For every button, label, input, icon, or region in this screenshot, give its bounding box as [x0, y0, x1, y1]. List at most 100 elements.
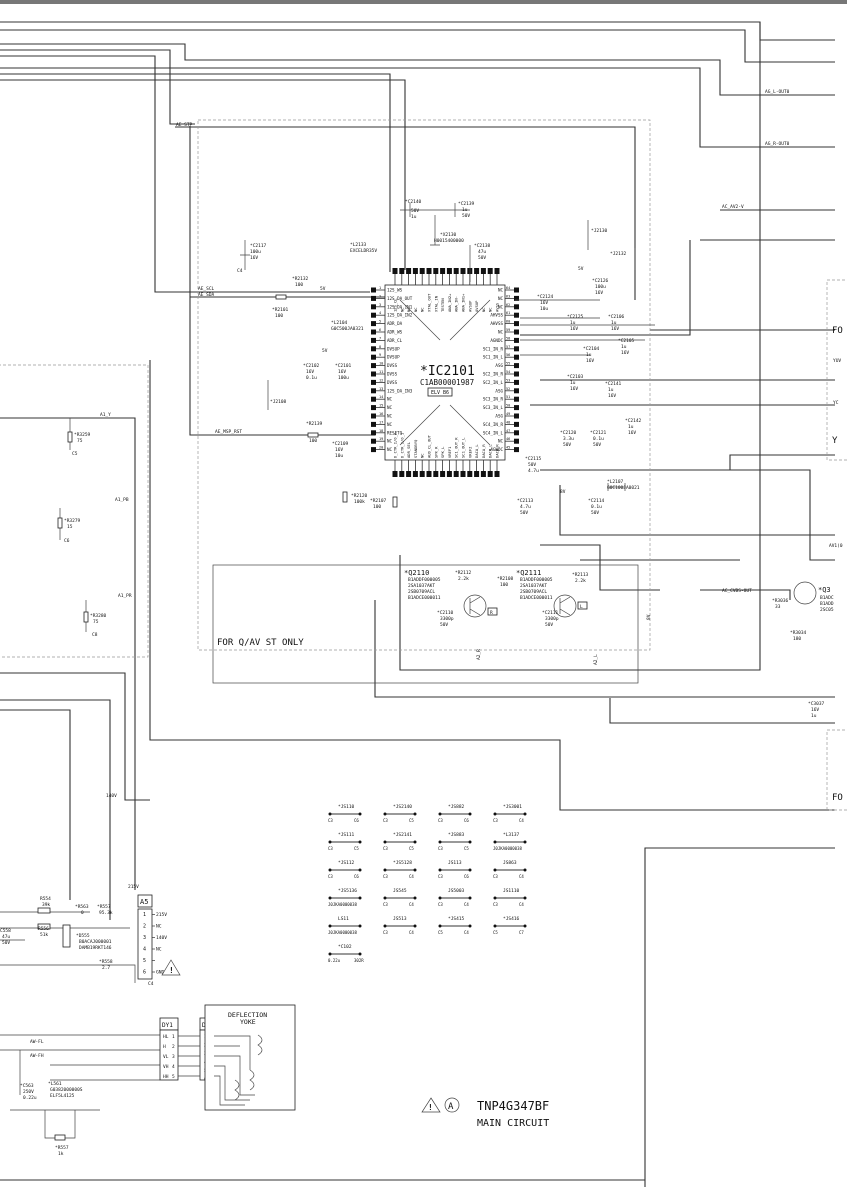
- jumper-ref: *JS415: [448, 916, 465, 922]
- r554-value: 39k: [42, 902, 50, 908]
- ic-left-pin-number: 2: [379, 294, 381, 298]
- ic-right-pin-number: 50: [506, 404, 510, 408]
- jumper-detail-a: C3: [438, 902, 443, 907]
- ic-pin-marker: [371, 396, 376, 402]
- ic-pin-marker: [480, 471, 486, 477]
- jumper-detail-a: J0JKA0000038: [493, 846, 522, 851]
- ic-part-number: C1AB00001987: [420, 378, 474, 387]
- ic-left-pin-number: 19: [379, 437, 383, 441]
- ic-right-pin-label: NC: [498, 330, 504, 335]
- ic-right-pin-label: SC3_IN_L: [483, 405, 504, 410]
- ic-bottom-pin-label: D_CTR_I/O_1: [399, 432, 404, 458]
- r2107-ref: *R2107: [370, 498, 387, 504]
- c2124-value: 10u: [540, 306, 548, 312]
- c2125-voltage: 16V: [570, 326, 578, 332]
- jumper-ref: *JS5128: [393, 860, 412, 866]
- ic-right-pin-number: 63: [506, 294, 510, 298]
- c2120-value: 3.3u: [563, 436, 574, 442]
- ic-right-pin-label: NC: [498, 288, 504, 293]
- jumper-detail-a: C3: [438, 874, 443, 879]
- ic-right-pin-label: AHVSS: [490, 313, 503, 318]
- net-5v-a: 5V: [320, 286, 326, 292]
- c2101-value: 100u: [338, 375, 349, 381]
- jumper-ref: *L3137: [503, 832, 520, 838]
- jumper-ref: *JS111: [338, 832, 355, 838]
- q3-part1: B1ADC: [820, 595, 834, 601]
- ic-right-pin-number: 51: [506, 395, 510, 399]
- ic-right-pin-label: AGNDC: [490, 447, 503, 452]
- net-ag-r-out: AG_R-OUT0: [765, 141, 790, 147]
- deflection-yoke-label-1: DEFLECTION: [228, 1011, 267, 1019]
- net-ae-sda: AE_SDA: [198, 292, 215, 298]
- ic-marker: ELV B6: [431, 390, 449, 396]
- ic-pin-marker: [514, 354, 519, 360]
- ic-pin-marker: [419, 471, 425, 477]
- c2138-voltage: 50V: [478, 255, 486, 261]
- d555-part2: DAMB19RKT146: [79, 945, 112, 951]
- net-a1-pb: A1_PB: [115, 497, 129, 503]
- connector-dy1-body: [159, 1029, 179, 1081]
- jumper-detail-a: C3: [438, 818, 443, 823]
- jumper-detail-a: C3: [328, 818, 333, 823]
- c2103-voltage: 16V: [570, 386, 578, 392]
- ic-left-pin-number: 7: [379, 336, 381, 340]
- jumper-detail-b: C5: [409, 846, 414, 851]
- jumper-ref: *JS3001: [503, 804, 522, 810]
- ic-designator: *IC2101: [420, 364, 475, 379]
- jumper-ref: *JS883: [448, 832, 465, 838]
- r2120-ref: *R2120: [351, 493, 368, 499]
- ic-bottom-pin-label: AUD_CL_OUT: [427, 434, 432, 458]
- c2141-ref: *C2141: [605, 381, 622, 387]
- ic-right-pin-label: SC2_IN_R: [483, 372, 504, 377]
- misc-c4-b: C4: [237, 268, 243, 274]
- l561-part1: G0382000000S: [50, 1087, 83, 1093]
- r2107-value: 100: [373, 504, 381, 510]
- ic-pin-marker: [412, 471, 418, 477]
- marker-r: R: [490, 610, 493, 616]
- c563-value: 0.22u: [23, 1095, 37, 1101]
- jumper-detail-b: C6: [354, 818, 359, 823]
- c558-ref: C558: [0, 928, 11, 934]
- title-warning-mark-icon: !: [428, 1103, 433, 1112]
- jumper-detail-b: C6: [464, 874, 469, 879]
- ic-pin-marker: [514, 304, 519, 310]
- r557-ref: *R557: [97, 904, 111, 910]
- r554-ref: R554: [40, 896, 51, 902]
- c2111-value: 3300p: [545, 616, 559, 622]
- jumper-detail-a: C3: [493, 874, 498, 879]
- net-ac-av2-v: AC_AV2-V: [722, 204, 744, 210]
- c2138-value: 47u: [478, 249, 486, 255]
- connector-a5-pin-label: 140V: [156, 935, 167, 941]
- ic-left-pin-label: NC: [387, 422, 393, 427]
- c2141-value: 1u: [608, 387, 614, 393]
- ic-pin-marker: [467, 471, 473, 477]
- ic-pin-marker: [371, 337, 376, 343]
- net-215v: 215V: [128, 884, 139, 890]
- c2106-voltage: 16V: [611, 326, 619, 332]
- ic-left-pin-label: 12S_DA_IN3: [387, 388, 413, 393]
- net-5v-b: 5V: [578, 266, 584, 272]
- ic-top-pin-label: ANA_IN-: [454, 296, 459, 312]
- c3037-value: 1u: [811, 713, 817, 719]
- jumper-ref: *JS882: [448, 804, 465, 810]
- ic-pin-marker: [412, 268, 418, 274]
- c2114-ref: *C2114: [588, 498, 605, 504]
- jumper-ref: JS113: [448, 860, 462, 866]
- connector-a5-pin: 2: [143, 924, 146, 930]
- jumper-detail-b: 302R: [354, 958, 364, 963]
- q2110-part4: B1ADCE000011: [408, 595, 441, 601]
- c2125-ref: *C2125: [567, 314, 584, 320]
- c2104-value: 1u: [586, 352, 592, 358]
- x2130-part: H0015400000: [434, 238, 464, 244]
- ic-pin-marker: [371, 421, 376, 427]
- ic-pin-marker: [514, 295, 519, 301]
- c2140-value: 1u: [411, 214, 417, 220]
- connector-dy1-pin-label: VL: [163, 1054, 169, 1060]
- c2120-voltage: 50V: [563, 442, 571, 448]
- ic-left-pin-label: DVSUP: [387, 355, 400, 360]
- c8-label: C8: [92, 632, 98, 638]
- ic-left-pin-label: ADR_CL: [387, 338, 403, 343]
- net-ae-scl: AE_SCL: [198, 286, 215, 292]
